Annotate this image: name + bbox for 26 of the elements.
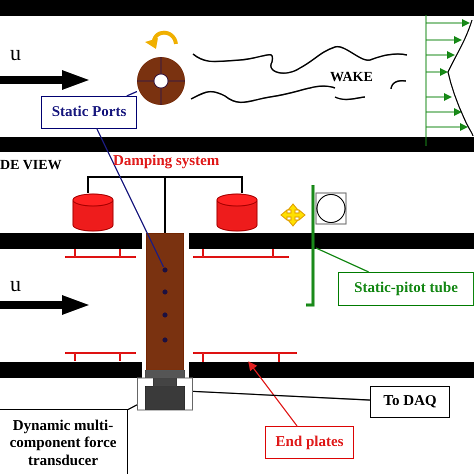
callout-text: End plates <box>276 434 344 452</box>
view-label: DE VIEW <box>0 158 62 174</box>
velocity-symbol: u <box>10 271 21 297</box>
callout-text: Static-pitot tube <box>354 280 458 298</box>
callout-text: Static Ports <box>52 104 126 122</box>
leader-line <box>316 247 369 273</box>
static-port <box>162 267 168 273</box>
callout-box <box>338 272 474 306</box>
leader-line <box>96 128 164 268</box>
annotation-text: Damping system <box>113 153 220 170</box>
view-label: WAKE <box>330 70 373 86</box>
cylinder-cross-section <box>137 57 185 105</box>
leader-line <box>126 90 138 97</box>
callout-text: Dynamic multi-component force transducer <box>8 418 118 470</box>
leader-line <box>128 404 138 410</box>
callout-box <box>41 96 137 129</box>
callout-box <box>370 386 450 418</box>
velocity-symbol: u <box>10 40 21 66</box>
callout-box <box>265 426 354 459</box>
callout-text: To DAQ <box>383 393 437 411</box>
arrow <box>248 361 298 426</box>
leader-line <box>192 390 370 401</box>
pitot-tube <box>305 185 316 306</box>
callout-box <box>0 409 128 474</box>
force-transducer <box>137 369 193 411</box>
end-plate <box>193 352 297 362</box>
